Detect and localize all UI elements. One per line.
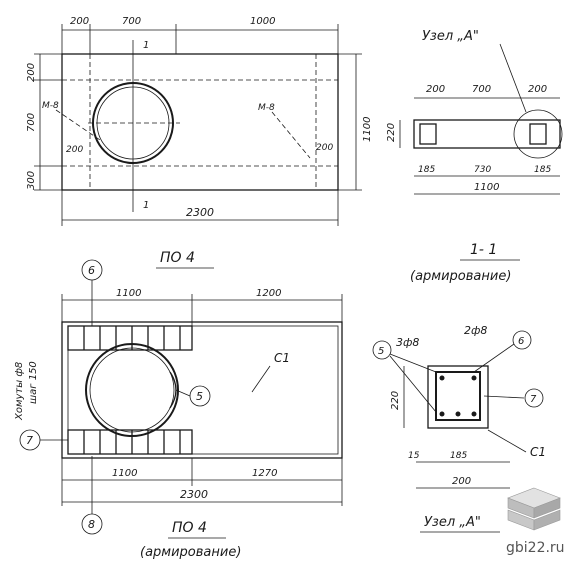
dim-total: 2300 <box>180 488 208 501</box>
dim-left-1: 200 <box>26 63 37 82</box>
mesh-label: С1 <box>530 445 546 459</box>
stirrup <box>435 371 481 421</box>
top-plan-view: 200 700 1000 1 1 200 700 300 1100 2300 M… <box>26 16 373 269</box>
dim-top-2: 700 <box>472 84 491 95</box>
section-1-1-view: Узел „А" 200 700 200 220 185 730 185 110… <box>386 29 563 284</box>
leader <box>483 395 525 399</box>
callout-5-circle <box>372 340 392 360</box>
title-leader <box>499 43 527 113</box>
marker-leader <box>55 109 101 141</box>
callout-6: 6 <box>88 264 95 277</box>
caption-line1: ПО 4 <box>172 520 207 536</box>
bars-left-label: 3ф8 <box>396 336 419 349</box>
callout-8: 8 <box>88 518 95 531</box>
caption-line2: (армирование) <box>140 545 241 560</box>
callout-7: 7 <box>530 394 537 405</box>
dim-top-3: 200 <box>528 84 547 95</box>
dim-bottom-2: 730 <box>474 165 491 175</box>
callout-5: 5 <box>378 346 384 357</box>
dim-top-2: 1200 <box>256 288 281 299</box>
logo: gbi22.ru <box>506 487 565 556</box>
node-a-view: 3ф8 2ф8 5 6 7 220 15 185 200 С1 Узе <box>372 324 546 533</box>
dim-height: 220 <box>390 391 401 410</box>
dim-bottom-2: 1270 <box>252 468 277 479</box>
dim-top-1: 200 <box>426 84 445 95</box>
dim-left-2: 700 <box>26 113 37 132</box>
marker-right: M-8 <box>258 103 275 113</box>
node-a-circle <box>513 109 563 159</box>
edge-200-left: 200 <box>66 145 83 155</box>
dim-top-1: 200 <box>70 16 89 27</box>
reinforcement-plan-view: 1100 1200 1100 1270 2300 Хомуты ф8 шаг 1… <box>14 259 343 560</box>
opening-circle <box>85 343 179 437</box>
bars-right-label: 2ф8 <box>464 324 487 337</box>
caption-line2: (армирование) <box>410 269 511 284</box>
stirrups-bottom <box>83 430 181 454</box>
dim-bottom-1: 185 <box>418 165 435 175</box>
rebar-dots <box>439 375 477 417</box>
callout-leader <box>175 389 191 397</box>
stirrups-top <box>83 326 181 350</box>
opening-ring-bar <box>169 371 177 409</box>
mesh-label: С1 <box>274 351 290 365</box>
dim-total: 1100 <box>474 182 499 193</box>
dim-bottom: 2300 <box>186 206 214 219</box>
leader <box>389 353 437 373</box>
opening-inner-circle <box>89 347 175 433</box>
stirrup-band-bottom <box>67 429 193 455</box>
mesh-leader <box>251 365 271 393</box>
dim-top-3: 1000 <box>250 16 275 27</box>
dim-top-2: 700 <box>122 16 141 27</box>
callout-6: 6 <box>518 336 524 347</box>
section-outline <box>413 119 561 149</box>
slab-inner-outline <box>67 325 339 455</box>
rebar-cage-left <box>419 123 437 145</box>
dim-15: 15 <box>408 451 420 461</box>
logo-cube-icon <box>507 487 561 531</box>
marker-leader <box>271 111 311 159</box>
dim-left-3: 300 <box>26 171 37 190</box>
dim-right: 1100 <box>362 117 373 142</box>
leader <box>473 343 515 373</box>
caption-line1: 1- 1 <box>470 242 497 258</box>
callout-7: 7 <box>26 434 33 447</box>
dim-185: 185 <box>450 451 467 461</box>
node-caption: Узел „А" <box>424 515 481 530</box>
slab-outline <box>61 53 339 191</box>
dim-height: 220 <box>386 123 397 142</box>
node-outline <box>427 365 489 429</box>
section-mark-top: 1 <box>143 40 149 51</box>
callout-5: 5 <box>196 390 203 403</box>
dim-bottom-3: 185 <box>534 165 551 175</box>
caption-top-plan: ПО 4 <box>160 250 195 266</box>
dim-200: 200 <box>452 476 471 487</box>
callout-7-circle <box>524 388 544 408</box>
dim-bottom-1: 1100 <box>112 468 137 479</box>
marker-left: M-8 <box>42 101 59 111</box>
stirrup-band-top <box>67 325 193 351</box>
slab-outline <box>61 321 343 459</box>
mesh-leader <box>487 429 527 453</box>
rebar-cage-right <box>529 123 547 145</box>
section-mark-bottom: 1 <box>143 200 149 211</box>
callout-6-circle <box>512 330 532 350</box>
section-title: Узел „А" <box>422 29 479 44</box>
edge-200-right: 200 <box>316 143 333 153</box>
logo-text: gbi22.ru <box>506 540 565 556</box>
dim-top-1: 1100 <box>116 288 141 299</box>
side-note-1: Хомуты ф8 <box>14 362 25 421</box>
side-note-2: шаг 150 <box>28 361 39 404</box>
